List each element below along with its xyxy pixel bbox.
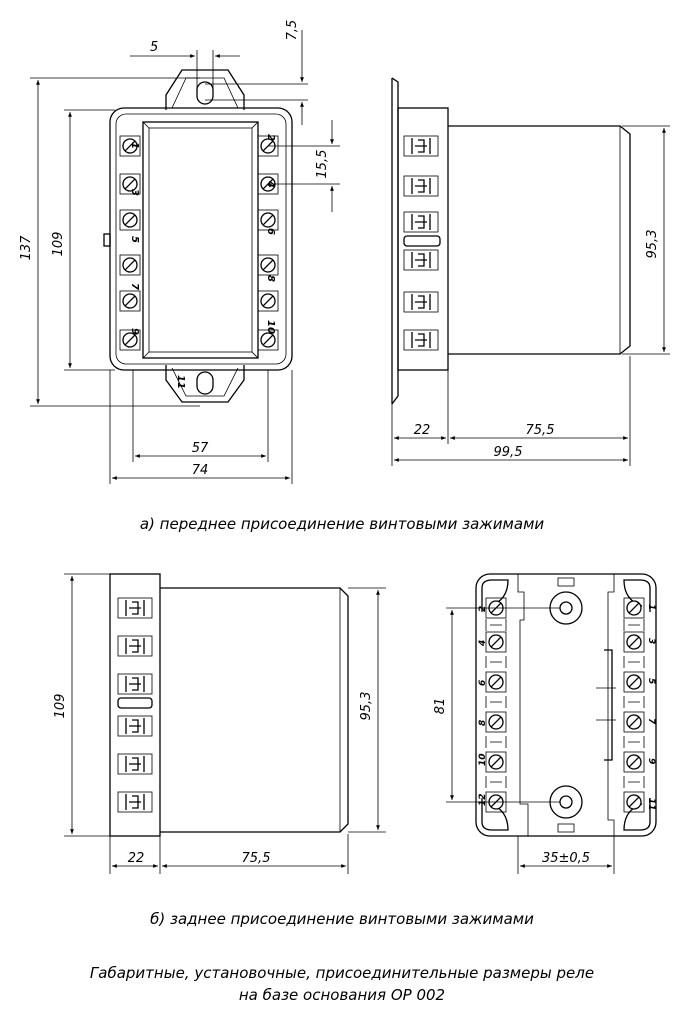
- terminal-housing: [623, 671, 645, 693]
- terminal-clamp-icon: [117, 791, 153, 813]
- terminal-housing: [119, 254, 141, 276]
- terminal-label: 10: [265, 320, 276, 334]
- relay-window: [142, 121, 259, 359]
- terminal-clamp-icon: [403, 175, 439, 197]
- terminal-housing: [257, 209, 279, 231]
- dim-75-5: 75,5: [526, 423, 555, 438]
- terminal-label: 7: [129, 283, 140, 290]
- terminal-label: 6: [478, 680, 488, 686]
- terminal-housing: [485, 671, 507, 693]
- terminal-housing: [119, 209, 141, 231]
- terminal-label: 11: [646, 798, 656, 811]
- terminal-block-side: [397, 107, 449, 371]
- terminal-housing: [257, 254, 279, 276]
- terminal-label: 1: [646, 604, 656, 610]
- terminal-clamp-icon: [403, 249, 439, 271]
- terminal-label: 12: [478, 793, 488, 806]
- rear-view-b: 2 1 4 3 6 5 8 7 10 9 12 11 81 35±0,5: [433, 573, 657, 874]
- dim-95-3: 95,3: [645, 230, 660, 259]
- front-terminal-labels-left: 1 3 5 7 9 11: [129, 142, 186, 389]
- terminal-label: 3: [129, 189, 140, 196]
- side-terminal-clamps: [403, 135, 439, 351]
- side-view-b: 109 95,3 22 75,5: [53, 573, 386, 874]
- terminal-housing: [257, 329, 279, 351]
- terminal-label: 1: [129, 142, 140, 149]
- front-terminal-screws-left: [119, 135, 141, 351]
- side-view-a: 95,3 22 75,5 99,5: [391, 77, 670, 466]
- terminal-housing: [119, 290, 141, 312]
- main-caption-line1: Габаритные, установочные, присоединитель…: [89, 964, 595, 982]
- terminal-housing: [257, 290, 279, 312]
- dim-22: 22: [414, 423, 431, 438]
- terminal-label: 9: [129, 328, 140, 335]
- rear-terminal-screws-right: [623, 597, 645, 813]
- terminal-housing: [119, 135, 141, 157]
- terminal-housing: [485, 751, 507, 773]
- dim-57: 57: [192, 441, 209, 456]
- rear-terminal-labels: 2 1 4 3 6 5 8 7 10 9 12 11: [478, 604, 656, 811]
- terminal-label: 8: [478, 720, 488, 726]
- dim-109: 109: [51, 232, 66, 257]
- terminal-label: 5: [129, 236, 140, 243]
- terminal-housing: [623, 751, 645, 773]
- dim-81: 81: [433, 698, 448, 715]
- terminal-label: 7: [646, 718, 656, 725]
- dim-109-b: 109: [53, 694, 68, 719]
- relay-base-rear: [475, 573, 657, 837]
- side-terminal-clamps-b: [117, 597, 153, 813]
- dim-137: 137: [19, 235, 34, 261]
- terminal-clamp-icon: [117, 635, 153, 657]
- main-caption-line2: на базе основания ОР 002: [238, 986, 446, 1004]
- dim-99-5: 99,5: [494, 445, 523, 460]
- terminal-label: 8: [265, 275, 276, 282]
- terminal-housing: [623, 791, 645, 813]
- terminal-housing: [119, 329, 141, 351]
- terminal-label: 2: [478, 606, 488, 612]
- terminal-housing: [623, 597, 645, 619]
- front-terminal-screws-right: [257, 135, 279, 351]
- terminal-clamp-icon: [403, 211, 439, 233]
- dim-7-5: 7,5: [285, 20, 300, 41]
- terminal-housing: [623, 711, 645, 733]
- terminal-label: 2: [265, 134, 276, 141]
- terminal-clamp-icon: [403, 291, 439, 313]
- terminal-housing: [119, 173, 141, 195]
- terminal-clamp-icon: [117, 715, 153, 737]
- dim-5: 5: [150, 40, 158, 55]
- dim-75-5-b: 75,5: [242, 851, 271, 866]
- terminal-label: 10: [478, 753, 488, 766]
- rear-terminal-screws-left: [485, 597, 507, 813]
- terminal-label: 3: [646, 638, 656, 644]
- terminal-label: 5: [646, 678, 656, 684]
- dim-95-3-b: 95,3: [359, 692, 374, 721]
- terminal-label: 6: [265, 228, 276, 235]
- terminal-clamp-icon: [117, 597, 153, 619]
- front-view-a: 1 3 5 7 9 11 2 4 6 8 10 12 137 109 5: [19, 20, 340, 484]
- dim-22-b: 22: [128, 851, 145, 866]
- terminal-housing: [485, 631, 507, 653]
- mounting-slot-top: [196, 81, 214, 105]
- terminal-clamp-icon: [117, 753, 153, 775]
- terminal-clamp-icon: [403, 135, 439, 157]
- terminal-clamp-icon: [403, 329, 439, 351]
- caption-a: а) переднее присоединение винтовыми зажи…: [139, 515, 545, 533]
- terminal-housing: [623, 631, 645, 653]
- terminal-label: 11: [175, 375, 186, 389]
- caption-b: б) заднее присоединение винтовыми зажима…: [150, 910, 534, 928]
- terminal-label: 4: [478, 640, 488, 647]
- dim-15-5: 15,5: [315, 150, 330, 179]
- dim-74: 74: [192, 463, 209, 478]
- relay-cover-side: [448, 125, 631, 355]
- terminal-label: 9: [646, 758, 656, 764]
- dim-35: 35±0,5: [542, 851, 590, 866]
- terminal-clamp-icon: [117, 673, 153, 695]
- mounting-slot-bottom: [196, 371, 214, 395]
- terminal-housing: [485, 711, 507, 733]
